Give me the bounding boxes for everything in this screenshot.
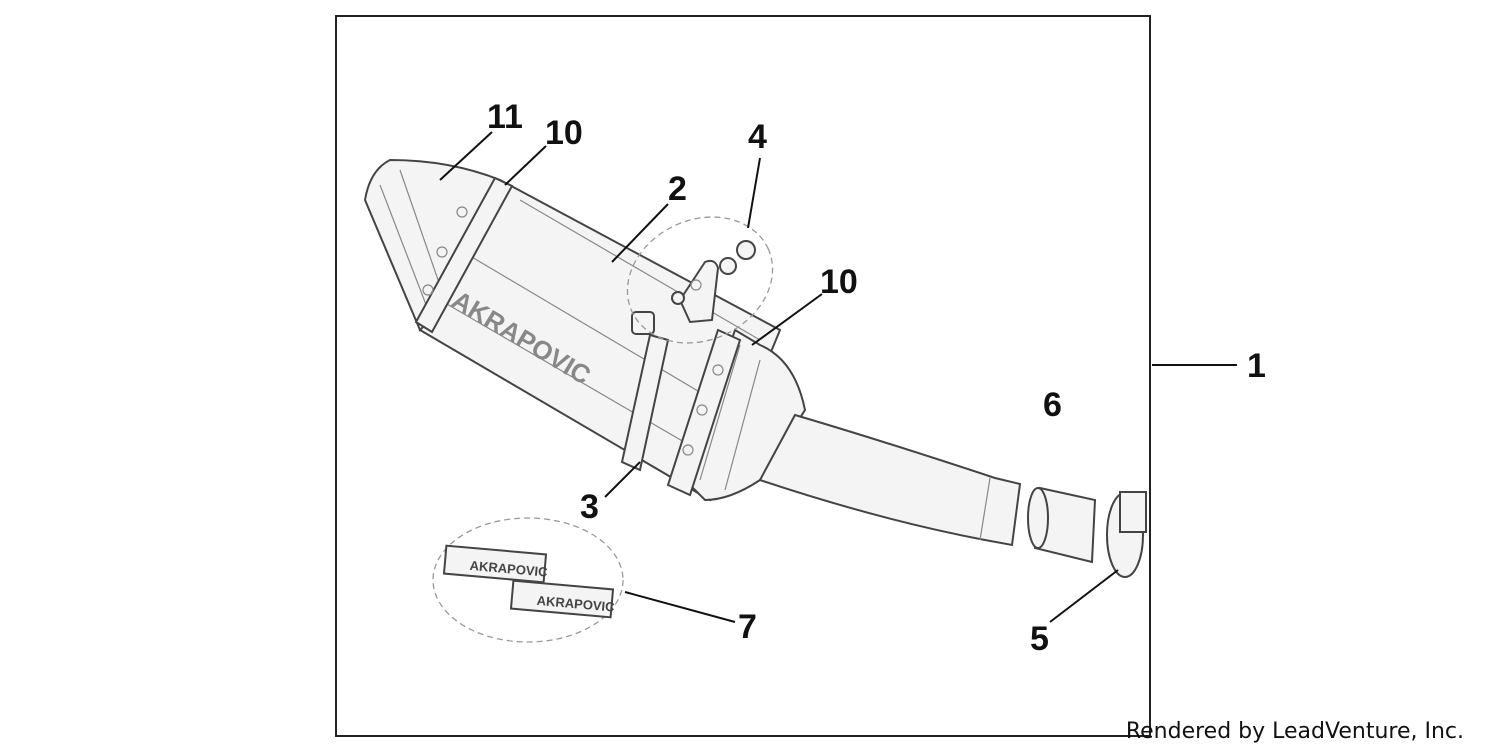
- sticker-logo-1: AKRAPOVIC: [469, 558, 549, 580]
- callout-11: 11: [487, 98, 523, 136]
- render-credit: Rendered by LeadVenture, Inc.: [1125, 719, 1464, 744]
- clamp: [1106, 491, 1147, 578]
- leader-2: [611, 203, 669, 263]
- callout-5: 5: [1030, 620, 1049, 658]
- sleeve: [1027, 486, 1097, 564]
- sticker-set: AKRAPOVIC AKRAPOVIC: [432, 517, 624, 643]
- callout-7: 7: [738, 608, 757, 646]
- leader-11: [439, 131, 493, 181]
- inlet-cone: [683, 328, 807, 502]
- callout-10b: 10: [820, 263, 858, 301]
- band-ring-front: [666, 328, 742, 497]
- mounting-bracket: [626, 216, 774, 344]
- sticker-logo-2: AKRAPOVIC: [536, 593, 616, 615]
- leader-10a: [504, 145, 547, 186]
- callout-6: 6: [1043, 386, 1062, 424]
- leader-10b: [751, 293, 823, 346]
- callout-4: 4: [748, 118, 767, 156]
- callout-3: 3: [580, 488, 599, 526]
- leader-3: [604, 461, 641, 498]
- callout-2: 2: [668, 170, 687, 208]
- callout-10a: 10: [545, 114, 583, 152]
- diagram-frame: [335, 15, 1151, 737]
- leader-4: [747, 157, 761, 229]
- leader-7: [624, 591, 736, 623]
- leader-5: [1049, 569, 1119, 623]
- callout-1: 1: [1247, 347, 1266, 385]
- link-pipe: [758, 413, 1022, 547]
